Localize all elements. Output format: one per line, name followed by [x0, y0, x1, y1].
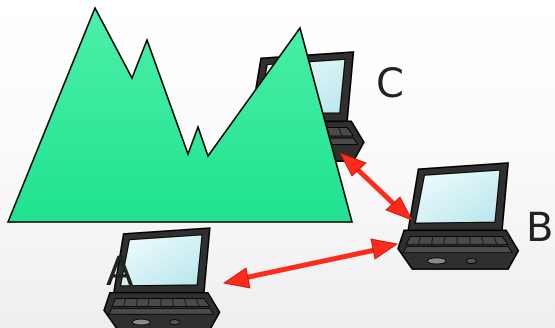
node-label-c: C [376, 61, 404, 107]
mountain-obstacle-icon [6, 6, 354, 223]
node-label-a: A [106, 249, 134, 295]
laptop-b-icon [397, 162, 520, 270]
link-arrow-c-b [339, 152, 413, 221]
node-label-b: B [526, 205, 554, 251]
link-arrow-a-b [222, 238, 399, 289]
